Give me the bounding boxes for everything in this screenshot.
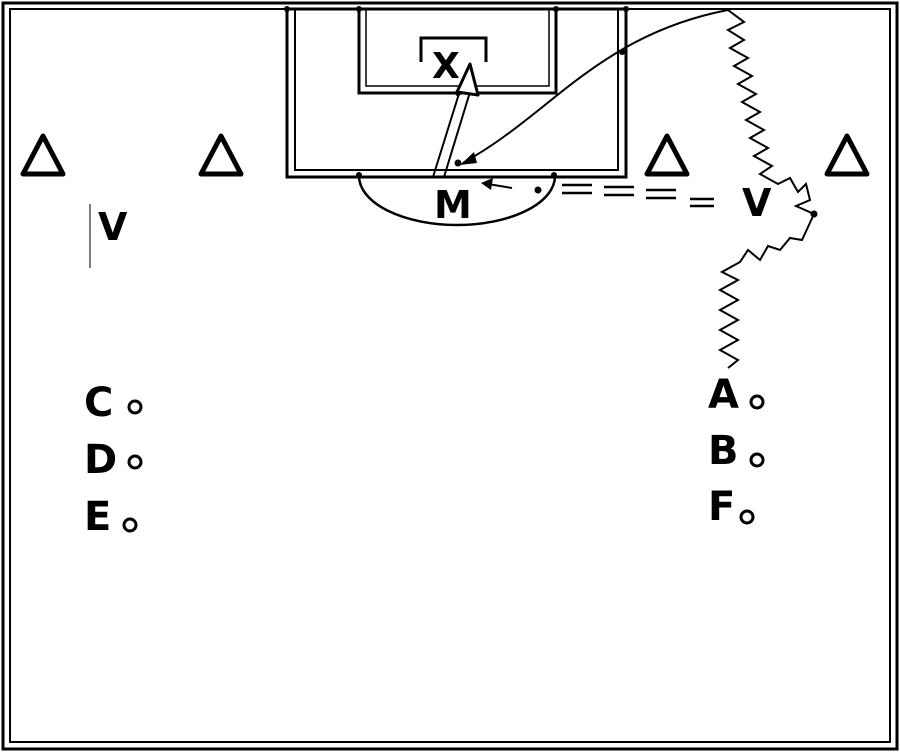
arrowhead-icon bbox=[460, 152, 477, 165]
player-d-label: D bbox=[84, 437, 117, 483]
basket-frame bbox=[419, 36, 488, 62]
screen-arrow bbox=[487, 183, 513, 189]
dribble-path bbox=[725, 9, 815, 215]
ball-icon bbox=[749, 452, 765, 468]
cut-line bbox=[443, 91, 471, 178]
player-v-left-label: V bbox=[98, 205, 128, 249]
free-throw-arc bbox=[357, 175, 557, 227]
pass-arc bbox=[462, 9, 729, 164]
cone-icon bbox=[20, 133, 66, 177]
screen-dot bbox=[534, 186, 542, 194]
arrowhead-icon bbox=[455, 62, 480, 97]
ball-icon bbox=[122, 517, 138, 533]
ball-icon bbox=[127, 454, 143, 470]
cone-icon bbox=[644, 133, 690, 177]
player-e-label: E bbox=[84, 494, 111, 540]
cone-icon bbox=[198, 133, 244, 177]
player-b-label: B bbox=[708, 428, 739, 474]
player-v-right-label: V bbox=[742, 181, 772, 225]
restricted-box-inner bbox=[365, 8, 550, 87]
player-m-label: M bbox=[434, 183, 472, 227]
player-a-label: A bbox=[708, 372, 739, 418]
free-throw-lane-inner bbox=[294, 8, 619, 171]
player-c-label: C bbox=[84, 380, 113, 426]
ball-icon bbox=[127, 399, 143, 415]
dashed-pass-line bbox=[562, 183, 714, 208]
pass-end-dot bbox=[454, 159, 462, 167]
court-inner-boundary bbox=[9, 8, 891, 743]
dribble-path bbox=[717, 213, 815, 369]
player-f-label: F bbox=[708, 484, 735, 530]
arrowhead-icon bbox=[481, 178, 493, 190]
ball-icon bbox=[739, 509, 755, 525]
ball-icon bbox=[749, 394, 765, 410]
cone-icon bbox=[824, 133, 870, 177]
player-x-label: X bbox=[432, 46, 460, 87]
cut-line bbox=[432, 83, 463, 178]
